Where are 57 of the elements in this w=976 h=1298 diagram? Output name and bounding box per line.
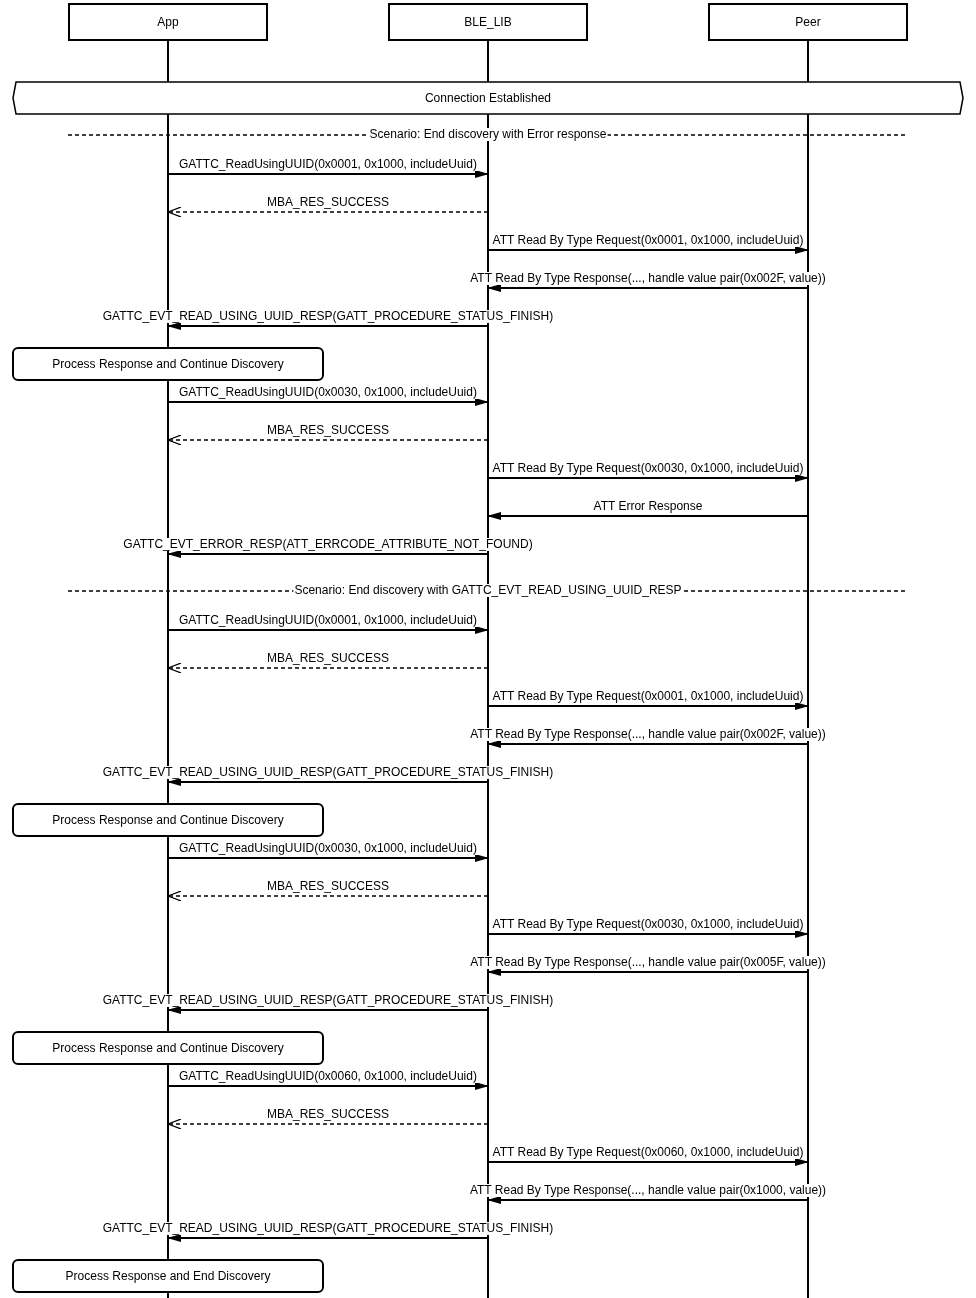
- message-label: MBA_RES_SUCCESS: [266, 880, 390, 893]
- message-arrow: [487, 1158, 809, 1166]
- message-label: ATT Read By Type Response(..., handle value pair(0x005F, value)): [469, 956, 827, 969]
- message-arrow: [487, 968, 809, 976]
- message-label: ATT Read By Type Response(..., handle value pair(0x002F, value)): [469, 272, 827, 285]
- message-label: ATT Read By Type Request(0x0060, 0x1000, includeUuid): [491, 1146, 805, 1159]
- return-arrow: [167, 434, 489, 446]
- message-label: GATTC_EVT_READ_USING_UUID_RESP(GATT_PROCEDURE_STATUS_FINISH): [101, 310, 555, 323]
- message-label: GATTC_ReadUsingUUID(0x0001, 0x1000, includeUuid): [178, 158, 478, 171]
- message-arrow: [167, 626, 489, 634]
- message-label: MBA_RES_SUCCESS: [266, 1108, 390, 1121]
- action-box: Process Response and Continue Discovery: [12, 1031, 324, 1065]
- message-label: ATT Read By Type Request(0x0001, 0x1000, includeUuid): [491, 690, 805, 703]
- message-arrow: [167, 550, 489, 558]
- message-label: GATTC_ReadUsingUUID(0x0030, 0x1000, includeUuid): [178, 842, 478, 855]
- message-arrow: [487, 702, 809, 710]
- message-label: GATTC_EVT_READ_USING_UUID_RESP(GATT_PROCEDURE_STATUS_FINISH): [101, 766, 555, 779]
- message-arrow: [487, 1196, 809, 1204]
- message-arrow: [167, 398, 489, 406]
- message-arrow: [167, 170, 489, 178]
- message-label: GATTC_EVT_READ_USING_UUID_RESP(GATT_PROCEDURE_STATUS_FINISH): [101, 994, 555, 1007]
- message-label: MBA_RES_SUCCESS: [266, 652, 390, 665]
- message-label: ATT Read By Type Request(0x0030, 0x1000, includeUuid): [491, 918, 805, 931]
- action-box: Process Response and End Discovery: [12, 1259, 324, 1293]
- scenario-label: Scenario: End discovery with Error response: [368, 128, 608, 141]
- message-label: MBA_RES_SUCCESS: [266, 424, 390, 437]
- message-label: ATT Error Response: [592, 500, 704, 513]
- state-band: Connection Established: [12, 81, 964, 115]
- message-label: ATT Read By Type Request(0x0001, 0x1000, includeUuid): [491, 234, 805, 247]
- scenario-label: Scenario: End discovery with GATTC_EVT_READ_USING_UUID_RESP: [293, 584, 683, 597]
- message-arrow: [167, 322, 489, 330]
- message-arrow: [487, 474, 809, 482]
- message-arrow: [487, 246, 809, 254]
- action-box: Process Response and Continue Discovery: [12, 347, 324, 381]
- message-arrow: [167, 778, 489, 786]
- return-arrow: [167, 1118, 489, 1130]
- message-label: ATT Read By Type Response(..., handle value pair(0x1000, value)): [468, 1184, 828, 1197]
- message-label: GATTC_ReadUsingUUID(0x0030, 0x1000, includeUuid): [178, 386, 478, 399]
- message-arrow: [487, 284, 809, 292]
- message-arrow: [487, 740, 809, 748]
- message-arrow: [167, 1082, 489, 1090]
- return-arrow: [167, 890, 489, 902]
- message-label: ATT Read By Type Request(0x0030, 0x1000, includeUuid): [491, 462, 805, 475]
- message-label: MBA_RES_SUCCESS: [266, 196, 390, 209]
- message-arrow: [487, 930, 809, 938]
- message-arrow: [487, 512, 809, 520]
- action-box: Process Response and Continue Discovery: [12, 803, 324, 837]
- message-label: ATT Read By Type Response(..., handle value pair(0x002F, value)): [469, 728, 827, 741]
- message-arrow: [167, 1006, 489, 1014]
- return-arrow: [167, 662, 489, 674]
- return-arrow: [167, 206, 489, 218]
- message-label: GATTC_EVT_READ_USING_UUID_RESP(GATT_PROCEDURE_STATUS_FINISH): [101, 1222, 555, 1235]
- message-label: GATTC_ReadUsingUUID(0x0060, 0x1000, includeUuid): [178, 1070, 478, 1083]
- message-arrow: [167, 854, 489, 862]
- message-arrow: [167, 1234, 489, 1242]
- message-label: GATTC_ReadUsingUUID(0x0001, 0x1000, includeUuid): [178, 614, 478, 627]
- message-label: GATTC_EVT_ERROR_RESP(ATT_ERRCODE_ATTRIBUTE_NOT_FOUND): [122, 538, 534, 551]
